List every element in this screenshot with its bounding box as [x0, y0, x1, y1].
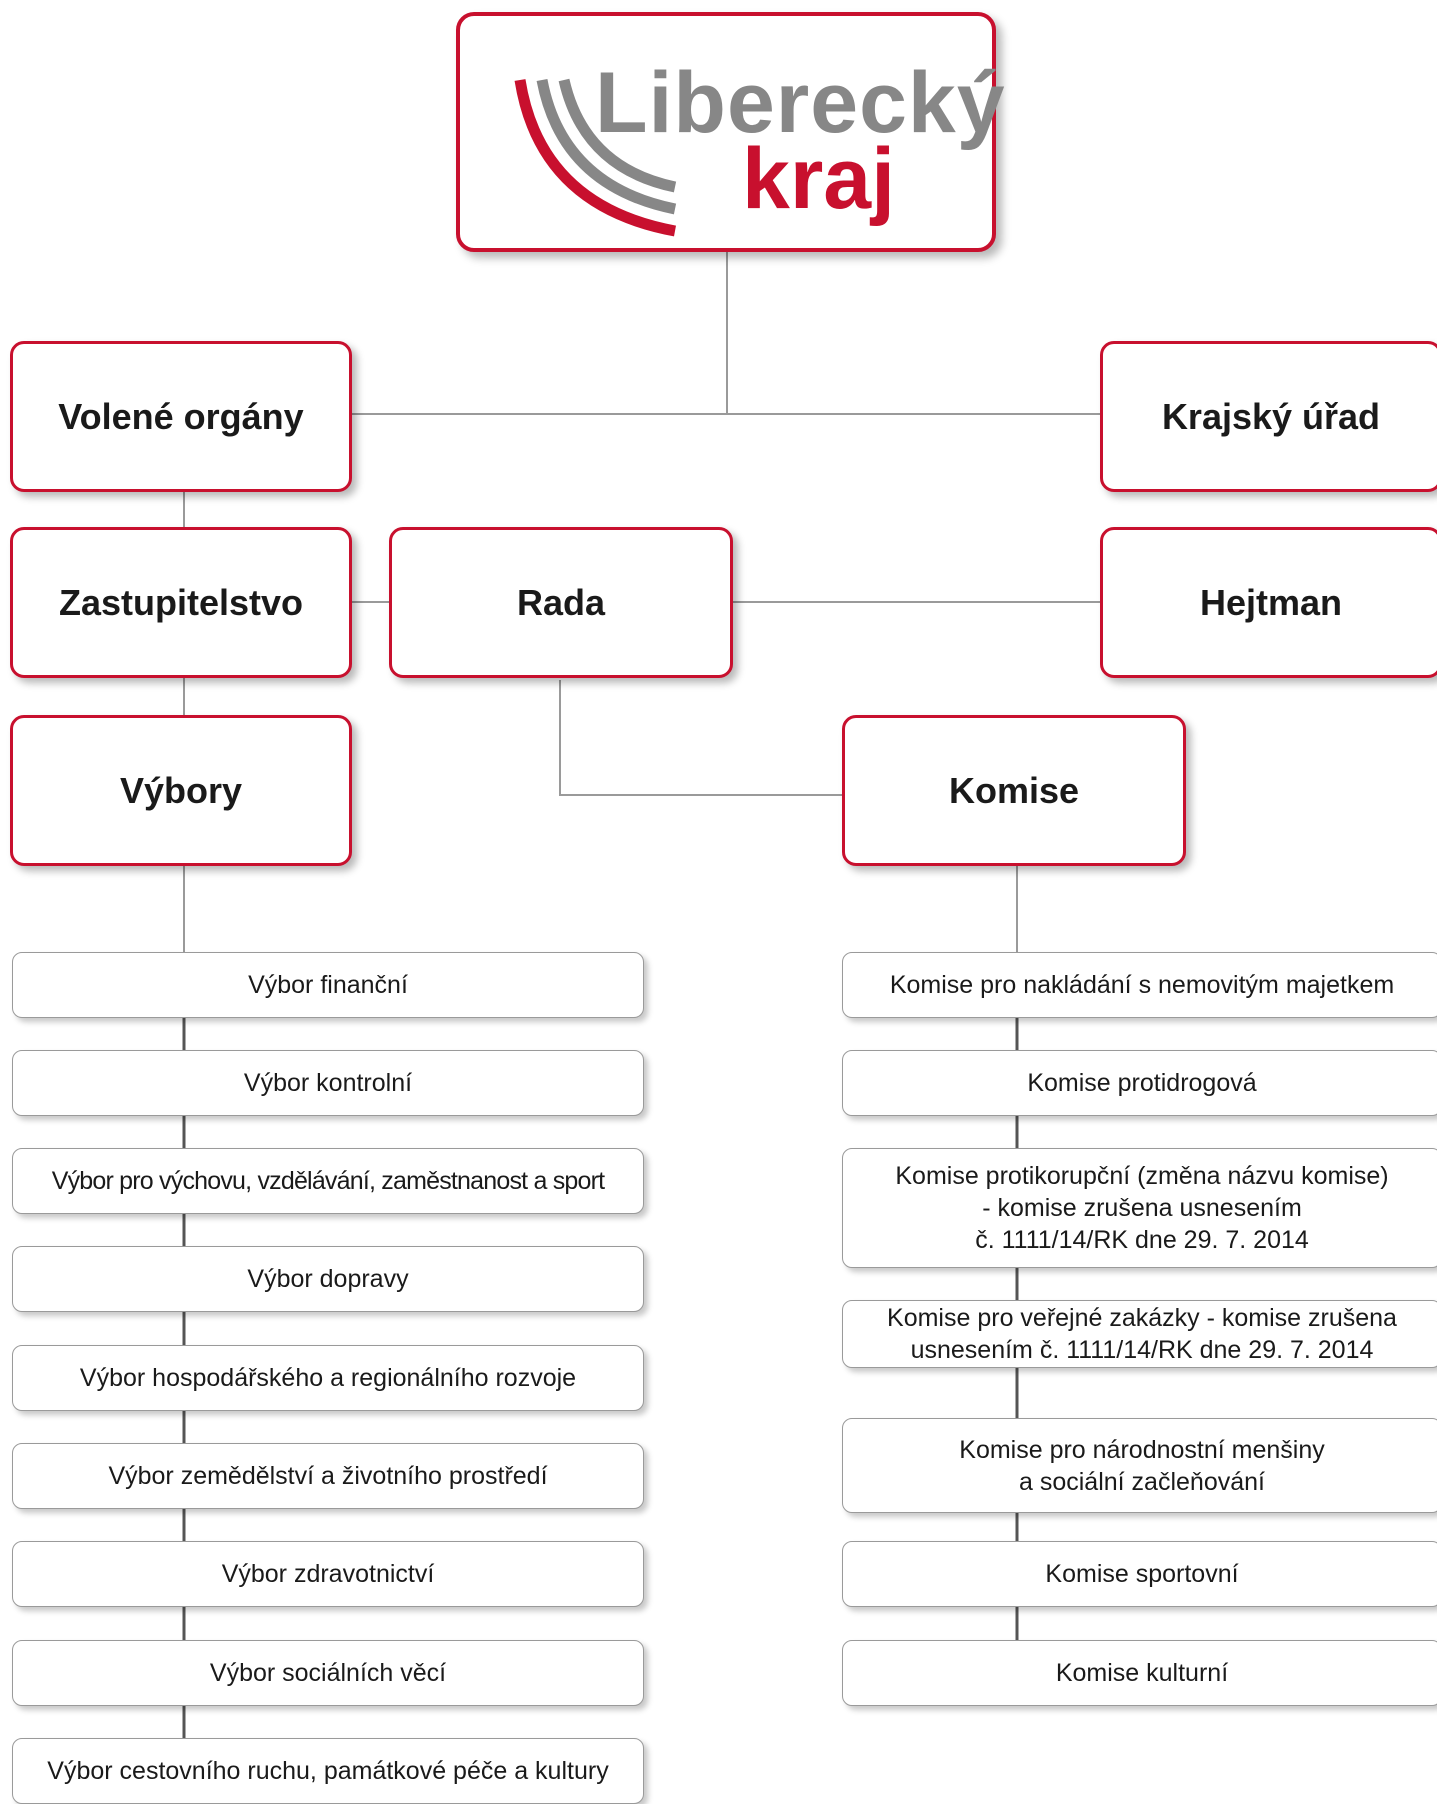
- vybor-item[interactable]: Výbor dopravy: [12, 1246, 644, 1312]
- komise-label: Komise protidrogová: [1027, 1069, 1257, 1097]
- connector-rada-komise: [559, 680, 843, 796]
- node-label: Krajský úřad: [1161, 395, 1381, 437]
- node-komise[interactable]: Komise: [842, 715, 1186, 866]
- node-label: Výbory: [119, 769, 243, 811]
- vybor-label: Výbor finanční: [248, 971, 408, 999]
- logo-box: Liberecký kraj: [456, 12, 1005, 252]
- logo-arcs-icon: [514, 78, 677, 237]
- komise-label: Komise pro národnostní menšiny a sociáln…: [959, 1435, 1325, 1496]
- node-volene-organy[interactable]: Volené orgány: [10, 341, 352, 492]
- node-rada[interactable]: Rada: [389, 527, 733, 678]
- komise-label: Komise sportovní: [1045, 1560, 1239, 1588]
- vybor-item[interactable]: Výbor kontrolní: [12, 1050, 644, 1116]
- komise-item[interactable]: Komise pro veřejné zakázky - komise zruš…: [842, 1300, 1437, 1368]
- vybor-label: Výbor hospodářského a regionálního rozvo…: [79, 1364, 577, 1392]
- vybor-item[interactable]: Výbor cestovního ruchu, památkové péče a…: [12, 1738, 644, 1804]
- node-label: Rada: [516, 581, 606, 623]
- komise-label: Komise pro veřejné zakázky - komise zruš…: [887, 1304, 1397, 1364]
- node-label: Zastupitelstvo: [58, 581, 304, 623]
- komise-item[interactable]: Komise pro nakládání s nemovitým majetke…: [842, 952, 1437, 1018]
- vybor-label: Výbor zemědělství a životního prostředí: [108, 1462, 548, 1490]
- node-label: Hejtman: [1199, 581, 1343, 623]
- komise-label: Komise pro nakládání s nemovitým majetke…: [889, 971, 1395, 999]
- vybor-item[interactable]: Výbor zdravotnictví: [12, 1541, 644, 1607]
- node-hejtman[interactable]: Hejtman: [1100, 527, 1437, 678]
- node-krajsky-urad[interactable]: Krajský úřad: [1100, 341, 1437, 492]
- vybor-label: Výbor cestovního ruchu, památkové péče a…: [47, 1757, 609, 1785]
- vybor-item[interactable]: Výbor finanční: [12, 952, 644, 1018]
- vybor-item[interactable]: Výbor hospodářského a regionálního rozvo…: [12, 1345, 644, 1411]
- vybor-label: Výbor sociálních věcí: [209, 1659, 447, 1687]
- komise-item[interactable]: Komise protikorupční (změna názvu komise…: [842, 1148, 1437, 1268]
- node-vybory[interactable]: Výbory: [10, 715, 352, 866]
- komise-item[interactable]: Komise protidrogová: [842, 1050, 1437, 1116]
- logo-text-kraj: kraj: [742, 131, 896, 227]
- komise-label: Komise kulturní: [1055, 1659, 1229, 1687]
- komise-label: Komise protikorupční (změna názvu komise…: [895, 1162, 1389, 1254]
- list-links: [182, 1017, 1019, 1738]
- komise-item[interactable]: Komise kulturní: [842, 1640, 1437, 1706]
- komise-item[interactable]: Komise pro národnostní menšiny a sociáln…: [842, 1418, 1437, 1513]
- vybor-item[interactable]: Výbor pro výchovu, vzdělávání, zaměstnan…: [12, 1148, 644, 1214]
- vybor-label: Výbor zdravotnictví: [221, 1560, 435, 1588]
- node-label: Komise: [948, 769, 1080, 811]
- vybor-label: Výbor kontrolní: [243, 1069, 413, 1097]
- vybor-label: Výbor dopravy: [247, 1265, 409, 1293]
- node-label: Volené orgány: [58, 395, 304, 437]
- vybor-label: Výbor pro výchovu, vzdělávání, zaměstnan…: [51, 1167, 605, 1195]
- logo-text-liberecky: Liberecký: [595, 55, 1006, 151]
- komise-item[interactable]: Komise sportovní: [842, 1541, 1437, 1607]
- vybor-item[interactable]: Výbor zemědělství a životního prostředí: [12, 1443, 644, 1509]
- vybor-item[interactable]: Výbor sociálních věcí: [12, 1640, 644, 1706]
- node-zastupitelstvo[interactable]: Zastupitelstvo: [10, 527, 352, 678]
